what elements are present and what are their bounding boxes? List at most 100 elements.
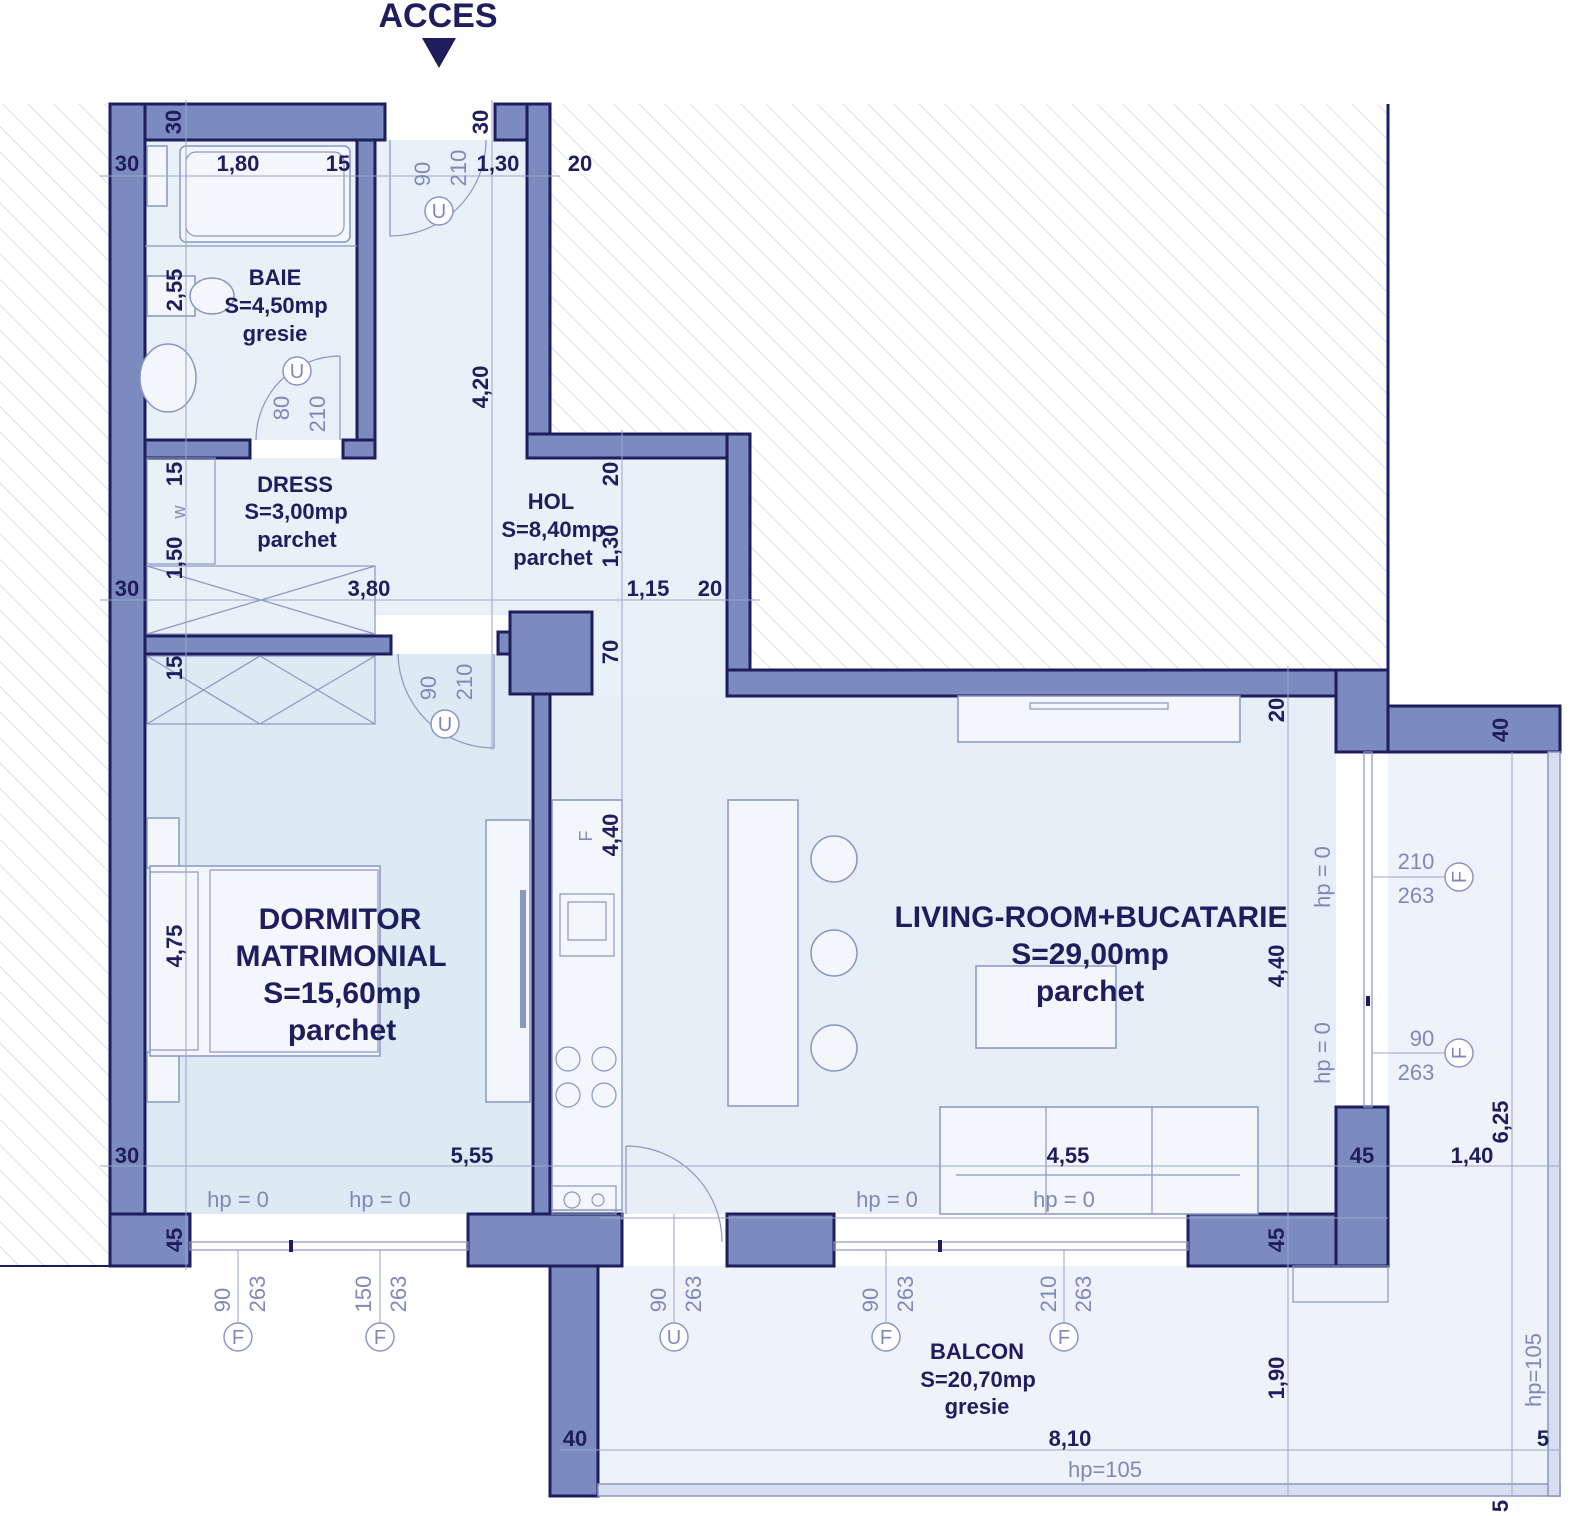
dim-label: 6,25 [1488,1101,1513,1144]
coffee-table [975,965,1117,1049]
dim-label: 30 [115,151,139,176]
dim-label: 30 [468,110,493,134]
dim-label: 20 [568,151,592,176]
dim-label: 70 [598,640,623,664]
svg-text:263: 263 [1398,1060,1435,1085]
wall [466,1212,624,1268]
dim-label: 40 [1488,718,1513,742]
cooktop-burner [591,1082,617,1108]
wall [725,1212,836,1268]
wall [341,438,377,460]
wall [725,668,1390,698]
opening-window-4: 90 263 F [858,1276,918,1352]
bedroom-tv [520,890,526,1028]
cooktop-burner [555,1082,581,1108]
hol-floor: parchet [513,545,593,570]
svg-text:U: U [438,714,452,736]
svg-text:263: 263 [893,1276,918,1313]
svg-text:F: F [1449,871,1471,883]
svg-text:F: F [880,1327,892,1349]
svg-text:263: 263 [1071,1276,1096,1313]
wall [1386,704,1562,754]
svg-text:80: 80 [269,396,294,420]
dim-label: 8,10 [1049,1426,1092,1451]
bar-stool [810,835,858,883]
dim-label: 30 [115,1143,139,1168]
bathtub [179,145,351,243]
toilet-bowl [189,277,235,315]
dim-label: 4,20 [468,366,493,409]
kitchen-sink-bowl [567,901,607,941]
wall [143,438,252,460]
dim-label: 15 [326,151,350,176]
living-floor: parchet [1036,975,1144,1008]
svg-text:90: 90 [858,1288,883,1312]
dim-label: 5 [1537,1426,1549,1451]
bar-stool [810,929,858,977]
kitchen-counter [551,799,623,1211]
svg-text:263: 263 [245,1276,270,1313]
dim-label: 20 [1264,698,1289,722]
wardrobe-mark: w [169,505,189,520]
balcon-name: BALCON [930,1339,1024,1364]
dormitor-area: S=15,60mp [263,977,421,1010]
dim-label: 30 [161,110,186,134]
door-swing-baie [255,355,341,441]
wall [548,1264,600,1498]
wall [108,102,147,1268]
tv [1029,702,1169,710]
svg-text:F: F [232,1327,244,1349]
sill-label: hp = 0 [1310,846,1335,908]
sill-label: hp=105 [1521,1333,1546,1407]
dim-label: 1,30 [477,151,520,176]
wall [525,102,552,460]
cooktop-burner [555,1046,581,1072]
dress-floor: parchet [257,527,337,552]
living-name: LIVING-ROOM+BUCATARIE [894,901,1287,934]
sill-label: hp = 0 [1033,1187,1095,1212]
balcony-parapet [1547,751,1561,1497]
bed-headboard [149,871,199,1051]
fridge-mark: F [576,831,596,842]
svg-text:90: 90 [210,1288,235,1312]
wall [108,102,387,142]
opening-window-1: 90 263 F [210,1276,270,1352]
door-swing-entrance [389,139,487,237]
dim-label: 1,80 [217,151,260,176]
door-swing-balcon [625,1145,723,1243]
washbasin [139,343,197,413]
svg-text:210: 210 [446,150,471,187]
window-frame [189,1241,469,1251]
sill-label: hp = 0 [856,1187,918,1212]
wardrobe [146,457,216,565]
baie-floor: gresie [243,321,308,346]
floor-balcon [598,1266,1560,1492]
wall [1334,1105,1390,1268]
svg-text:263: 263 [681,1276,706,1313]
dormitor-floor: parchet [288,1014,396,1047]
dim-label: 1,30 [598,525,623,568]
dim-label: 15 [162,656,187,680]
dormitor-name-2: MATRIMONIAL [235,940,446,973]
sofa [939,1106,1259,1215]
balcony-planter [1292,1265,1389,1303]
svg-text:F: F [374,1327,386,1349]
balcon-floor: gresie [945,1394,1010,1419]
window-handle [938,1240,942,1252]
dim-label: 45 [162,1228,187,1252]
access-arrow-icon [422,38,456,68]
opening-window-2: 150 263 F [351,1276,411,1352]
svg-text:210: 210 [1036,1276,1061,1313]
dimension-lines [100,100,1560,1496]
dress-area: S=3,00mp [244,499,347,524]
door-swing-dormitor [397,653,495,749]
floor-dress [145,458,375,636]
sill-label: hp = 0 [207,1187,269,1212]
dim-label: 4,40 [1264,945,1289,988]
dim-label: 1,15 [627,576,670,601]
svg-text:90: 90 [646,1288,671,1312]
balcon-area: S=20,70mp [920,1367,1036,1392]
floor-balcon-side [1388,752,1560,1266]
svg-text:F: F [1058,1327,1070,1349]
